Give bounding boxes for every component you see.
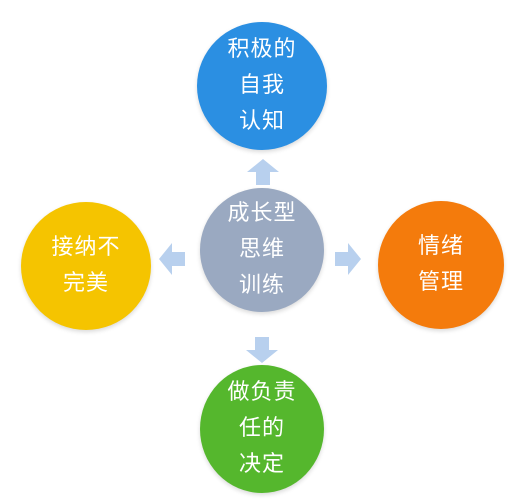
left-node-label: 接纳不 完美 — [51, 235, 121, 296]
top-node-label: 积极的 自我 认知 — [227, 37, 297, 134]
arrow-right-icon — [335, 243, 361, 275]
bottom-node-label: 做负责 任的 决定 — [227, 380, 297, 477]
center-node-label: 成长型 思维 训练 — [227, 201, 297, 298]
center-node-growth-mindset: 成长型 思维 训练 — [200, 188, 324, 312]
right-node-label: 情绪 管理 — [417, 234, 464, 295]
arrow-up-icon — [247, 159, 279, 185]
top-node-positive-self-awareness: 积极的 自我 认知 — [197, 22, 327, 150]
bottom-node-responsible-decisions: 做负责 任的 决定 — [200, 365, 324, 493]
left-node-accept-imperfection: 接纳不 完美 — [21, 202, 151, 330]
right-node-emotion-management: 情绪 管理 — [378, 201, 504, 329]
arrow-down-icon — [246, 337, 278, 363]
arrow-left-icon — [159, 243, 185, 275]
